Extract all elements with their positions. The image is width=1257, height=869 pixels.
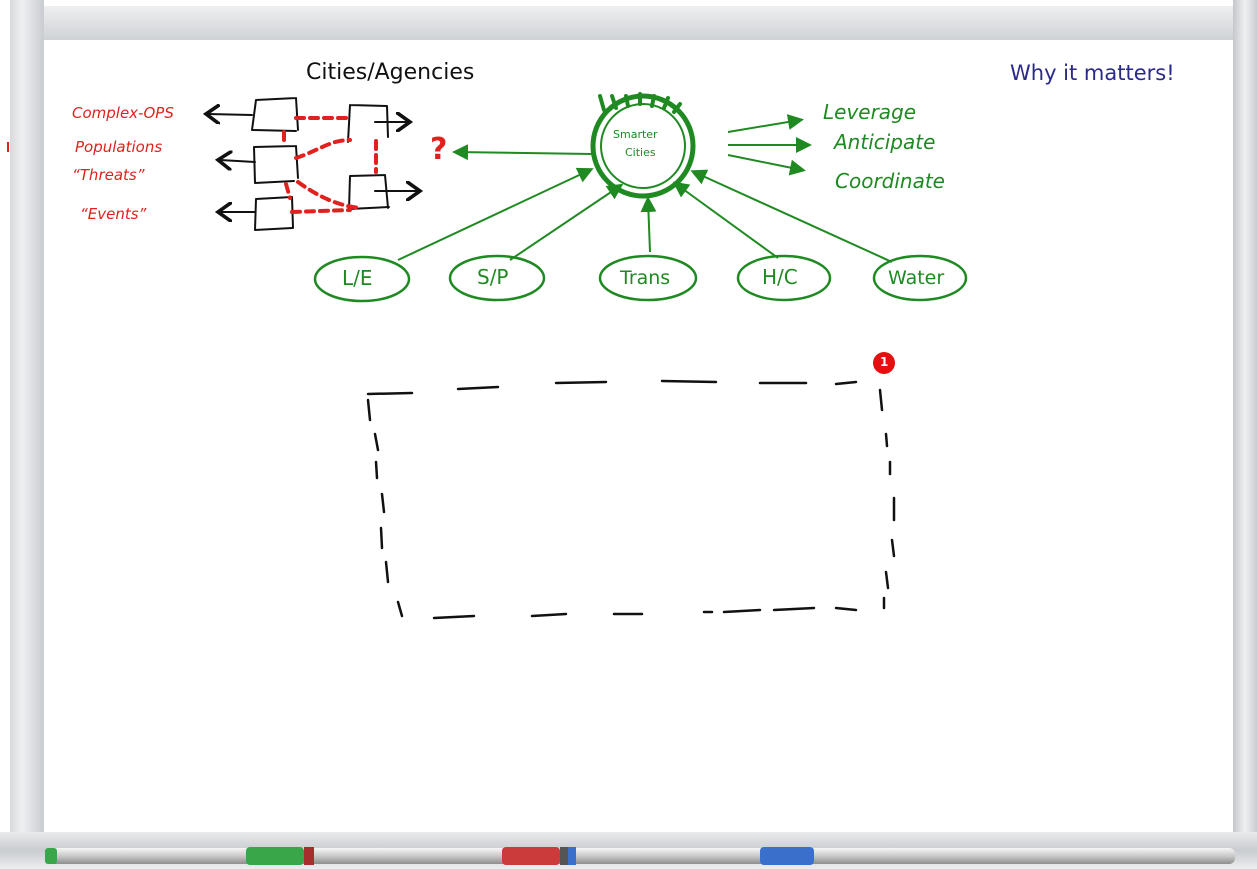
- outcome-coordinate: Coordinate: [835, 169, 945, 193]
- left-label-populations: Populations: [75, 138, 163, 156]
- input-node-trans: [598, 254, 698, 302]
- blue-marker-icon: [760, 847, 814, 865]
- why-it-matters-label: Why it matters!: [1010, 61, 1175, 85]
- outcome-leverage: Leverage: [823, 100, 917, 124]
- input-label-sp: S/P: [477, 265, 509, 289]
- agency-links: [282, 116, 378, 214]
- red-marker-icon: [502, 847, 560, 865]
- notification-count: 1: [880, 355, 889, 369]
- agency-box-4: [348, 174, 390, 210]
- input-arrows: [397, 167, 893, 263]
- agency-box-5: [254, 196, 294, 231]
- dashed-placeholder-box: [366, 379, 896, 620]
- input-label-trans: Trans: [620, 267, 671, 289]
- hub-label-line1: Smarter: [613, 128, 658, 141]
- left-label-threats: “Threats”: [72, 166, 145, 184]
- input-label-hc: H/C: [762, 265, 798, 289]
- outcome-arrows: [727, 114, 812, 176]
- hub-label-line2: Cities: [625, 146, 656, 159]
- agency-box-3: [253, 145, 299, 184]
- cities-agencies-title: Cities/Agencies: [306, 60, 475, 85]
- input-node-water: [872, 254, 968, 302]
- input-label-water: Water: [888, 267, 945, 289]
- smarter-cities-hub: [590, 92, 696, 199]
- input-node-sp: [448, 254, 546, 302]
- input-nodes: [313, 254, 968, 303]
- green-marker-icon: [246, 847, 304, 865]
- left-label-events: “Events”: [80, 205, 147, 223]
- left-label-complex-ops: Complex-OPS: [72, 104, 174, 122]
- input-node-hc: [736, 254, 832, 302]
- outcome-anticipate: Anticipate: [834, 130, 936, 154]
- input-node-le: [313, 255, 411, 303]
- notification-badge[interactable]: [873, 352, 895, 374]
- agency-boxes: [208, 97, 418, 231]
- marker-tray: [45, 847, 1235, 865]
- green-marker-cap-icon: [45, 848, 57, 864]
- agency-box-1: [251, 97, 299, 132]
- question-mark: ?: [430, 132, 448, 167]
- input-label-le: L/E: [342, 266, 373, 290]
- hub-to-question-arrow: [452, 144, 593, 161]
